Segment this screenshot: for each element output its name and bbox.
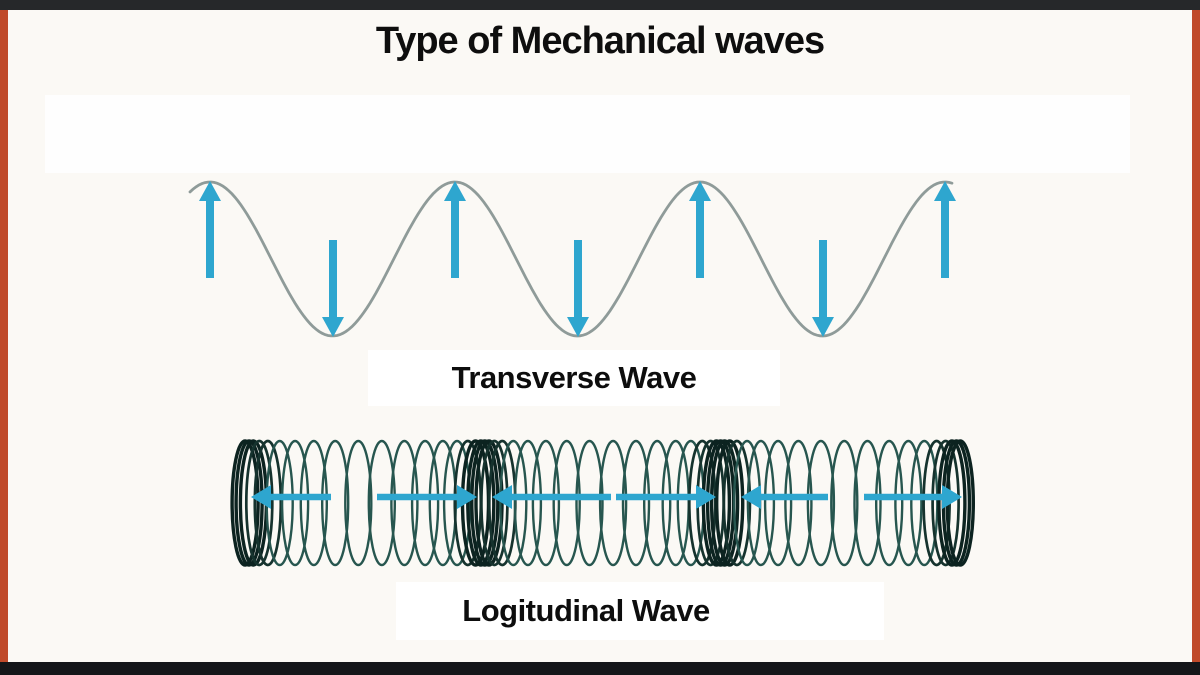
- spring-coil: [643, 439, 672, 567]
- spring-coil: [806, 439, 836, 567]
- spring-coil: [344, 439, 373, 567]
- spring-coil: [552, 439, 581, 567]
- transverse-wave: [188, 180, 956, 338]
- longitudinal-wave: [230, 439, 975, 567]
- spring-coil: [875, 439, 904, 567]
- spring-coil: [931, 439, 960, 567]
- diagram-title: Type of Mechanical waves: [375, 20, 825, 62]
- spring-coil: [466, 439, 496, 567]
- spring-coil: [499, 439, 528, 567]
- down-arrow-head: [567, 317, 589, 337]
- frame-bottom-bar: [0, 662, 1200, 675]
- spring-coil: [763, 439, 793, 567]
- left-arrow-head: [251, 485, 271, 509]
- up-arrow-head: [934, 181, 956, 201]
- spring-coil: [746, 439, 776, 567]
- frame-top-bar: [0, 0, 1200, 10]
- spring-coil: [280, 439, 310, 567]
- spring-coil: [244, 439, 274, 567]
- spring-coil: [321, 439, 350, 567]
- frame-left-stripe: [0, 10, 8, 662]
- spring-coil: [513, 439, 543, 567]
- right-arrow-head: [696, 485, 716, 509]
- spring-coil: [715, 439, 745, 567]
- spring-coil: [299, 439, 328, 567]
- longitudinal-wave-label: Logitudinal Wave: [396, 584, 776, 638]
- left-arrow-head: [492, 485, 512, 509]
- spring-coil: [722, 439, 752, 567]
- right-arrow-head: [942, 485, 962, 509]
- spring-coil: [428, 439, 457, 567]
- spring-coil: [937, 439, 967, 567]
- spring-coil: [367, 439, 396, 567]
- spring-coil: [230, 439, 260, 567]
- spring-coil: [621, 439, 651, 567]
- spring-coil: [598, 439, 628, 567]
- spring-coil: [661, 439, 690, 567]
- frame-right-stripe: [1192, 10, 1200, 662]
- spring-coil: [390, 439, 419, 567]
- up-arrow-head: [444, 181, 466, 201]
- spring-coil: [410, 439, 440, 567]
- up-arrow-head: [199, 181, 221, 201]
- down-arrow-head: [322, 317, 344, 337]
- background-panel: [45, 95, 1130, 173]
- transverse-wave-label: Transverse Wave: [368, 350, 780, 406]
- right-arrow-head: [457, 485, 477, 509]
- spring-coil: [470, 439, 500, 567]
- spring-coil: [853, 439, 882, 567]
- spring-coil: [830, 439, 859, 567]
- up-arrow-head: [689, 181, 711, 201]
- left-arrow-head: [741, 485, 761, 509]
- spring-coil: [784, 439, 813, 567]
- transverse-curve: [188, 180, 954, 338]
- down-arrow-head: [812, 317, 834, 337]
- spring-coil: [531, 439, 561, 567]
- spring-coil: [709, 439, 740, 567]
- spring-coil: [253, 439, 283, 567]
- spring-coil: [894, 439, 923, 567]
- spring-coil: [575, 439, 604, 567]
